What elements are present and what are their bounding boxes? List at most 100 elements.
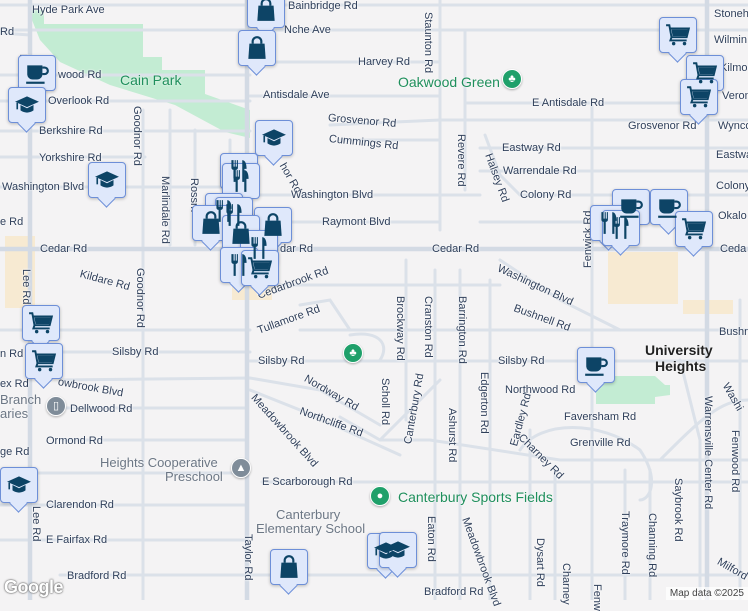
restaurant-icon bbox=[221, 202, 247, 228]
street-label-clarendon: Clarendon Rd bbox=[46, 499, 114, 511]
shopping-bag-icon bbox=[198, 210, 224, 236]
street-label-dysart: Dysart Rd bbox=[534, 538, 546, 587]
school-pin-icon[interactable]: ▲ bbox=[231, 458, 251, 478]
street-label-silsby-l: Silsby Rd bbox=[112, 346, 159, 358]
oakwood-green-label: Oakwood Green bbox=[398, 74, 500, 90]
library-book-icon[interactable]: ▯ bbox=[46, 396, 66, 416]
street-label-raymont: Raymont Blvd bbox=[322, 216, 391, 228]
map-marker-coffee[interactable] bbox=[18, 55, 56, 91]
street-label-ormond: Ormond Rd bbox=[46, 435, 103, 447]
street-label-washington-l: Washington Blvd bbox=[2, 181, 85, 193]
coffee-icon bbox=[656, 194, 682, 220]
street-label-e-antisdale: E Antisdale Rd bbox=[532, 97, 605, 109]
street-label-eastway: Eastway Rd bbox=[502, 142, 561, 154]
street-label-cedar-c: dar Rd bbox=[280, 243, 314, 255]
library-label-line2: aries bbox=[0, 406, 29, 421]
school-icon bbox=[373, 538, 399, 564]
restaurant-icon bbox=[608, 215, 634, 241]
map-marker-coffee[interactable] bbox=[650, 189, 688, 225]
map-marker-shopping-bag[interactable] bbox=[270, 549, 308, 585]
map-attribution[interactable]: Map data ©2025 bbox=[665, 587, 748, 600]
street-label-kilmo: Kilmo bbox=[720, 62, 748, 74]
street-label-cedar-l: Cedar Rd bbox=[40, 243, 88, 255]
street-label-antisdale: Antisdale Ave bbox=[263, 89, 330, 101]
grocery-cart-icon bbox=[686, 84, 712, 110]
map-marker-shopping-bag[interactable] bbox=[254, 207, 292, 243]
restaurant-icon bbox=[228, 168, 254, 194]
street-label-revere: Revere Rd bbox=[455, 134, 467, 187]
grocery-cart-icon bbox=[665, 22, 691, 48]
map-marker-restaurant[interactable] bbox=[602, 210, 640, 246]
grocery-cart-icon bbox=[247, 255, 273, 281]
map-marker-school[interactable] bbox=[379, 532, 417, 568]
street-label-traymore: Traymore Rd bbox=[619, 511, 631, 575]
park-area bbox=[596, 376, 670, 404]
street-label-rd-left: Rd bbox=[0, 26, 15, 38]
restaurant-icon bbox=[226, 252, 252, 278]
street-label-lee: Lee Rd bbox=[20, 269, 32, 305]
map-marker-coffee[interactable] bbox=[577, 347, 615, 383]
street-label-bradford-l: Bradford Rd bbox=[67, 570, 127, 582]
street-label-overlook: Overlook Rd bbox=[48, 95, 110, 107]
map-marker-grocery-cart[interactable] bbox=[675, 211, 713, 247]
street-label-charney2: Charney bbox=[560, 563, 572, 605]
street-label-colony-r: Colony bbox=[716, 180, 748, 192]
street-label-nche: Nche Ave bbox=[284, 24, 331, 36]
street-label-wynco: Wynco bbox=[718, 120, 748, 132]
map-marker-school[interactable] bbox=[0, 467, 38, 503]
street-label-bainbridge: Bainbridge Rd bbox=[288, 0, 358, 12]
street-label-warrensville: Warrensville Center Rd bbox=[702, 396, 714, 510]
map-marker-grocery-cart[interactable] bbox=[22, 305, 60, 341]
school-icon bbox=[261, 125, 287, 151]
grocery-cart-icon bbox=[681, 216, 707, 242]
map-marker-shopping-bag[interactable] bbox=[247, 0, 285, 28]
map-marker-grocery-cart[interactable] bbox=[25, 343, 63, 379]
preschool-label-line1: Heights Cooperative bbox=[100, 455, 218, 470]
map-marker-shopping-bag[interactable] bbox=[238, 30, 276, 66]
sports-fields-pin-icon[interactable]: ● bbox=[370, 486, 390, 506]
map-marker-grocery-cart[interactable] bbox=[686, 55, 724, 91]
street-label-wilmin: Wilmin bbox=[714, 34, 747, 46]
street-label-stoneh: Stoneh bbox=[714, 8, 748, 20]
street-label-silsby-c: Silsby Rd bbox=[258, 355, 305, 367]
school-icon bbox=[6, 472, 32, 498]
street-label-e-fairfax: E Fairfax Rd bbox=[46, 534, 108, 546]
map-marker-grocery-cart[interactable] bbox=[680, 79, 718, 115]
street-label-ex: ex Rd bbox=[0, 378, 29, 390]
map-marker-grocery-cart[interactable] bbox=[241, 250, 279, 286]
map-marker-school[interactable] bbox=[8, 87, 46, 123]
grocery-cart-icon bbox=[28, 310, 54, 336]
coffee-icon bbox=[618, 194, 644, 220]
park-tree-icon[interactable]: ♣ bbox=[343, 343, 363, 363]
shopping-bag-icon bbox=[276, 554, 302, 580]
street-label-silsby-r: Silsby Rd bbox=[498, 355, 545, 367]
map-marker-grocery-cart[interactable] bbox=[659, 17, 697, 53]
street-label-staunton: Staunton Rd bbox=[422, 12, 434, 74]
street-label-taylor: Taylor Rd bbox=[242, 534, 254, 581]
library-label-line1: Branch bbox=[0, 392, 42, 407]
map-marker-school[interactable] bbox=[255, 120, 293, 156]
grocery-cart-icon bbox=[31, 348, 57, 374]
street-label-e-rd: e Rd bbox=[0, 216, 24, 228]
shopping-bag-icon bbox=[253, 0, 279, 23]
street-label-cranston: Cranston Rd bbox=[422, 296, 434, 358]
street-label-goodnor: Goodnor Rd bbox=[131, 106, 143, 166]
street-label-cedar-m: Cedar Rd bbox=[432, 243, 480, 255]
shopping-bag-icon bbox=[260, 212, 286, 238]
google-logo[interactable]: Google bbox=[4, 577, 64, 597]
street-label-grenville: Grenville Rd bbox=[570, 437, 631, 449]
street-label-bradford-r: Bradford Rd bbox=[424, 586, 484, 598]
street-label-warrendale: Warrendale Rd bbox=[503, 165, 577, 177]
park-tree-icon[interactable]: ♣ bbox=[502, 69, 522, 89]
street-label-hyde-park: Hyde Park Ave bbox=[32, 4, 105, 16]
sports-fields-label: Canterbury Sports Fields bbox=[398, 489, 553, 505]
map-marker-restaurant[interactable] bbox=[222, 163, 260, 199]
street-label-e-scarborough: E Scarborough Rd bbox=[262, 476, 353, 488]
street-label-eaton: Eaton Rd bbox=[425, 516, 437, 562]
street-label-grosvenor-r: Grosvenor Rd bbox=[628, 120, 697, 132]
street-label-verona: Verona bbox=[722, 90, 748, 102]
map-marker-school[interactable] bbox=[88, 162, 126, 198]
street-label-harvey: Harvey Rd bbox=[358, 56, 410, 68]
